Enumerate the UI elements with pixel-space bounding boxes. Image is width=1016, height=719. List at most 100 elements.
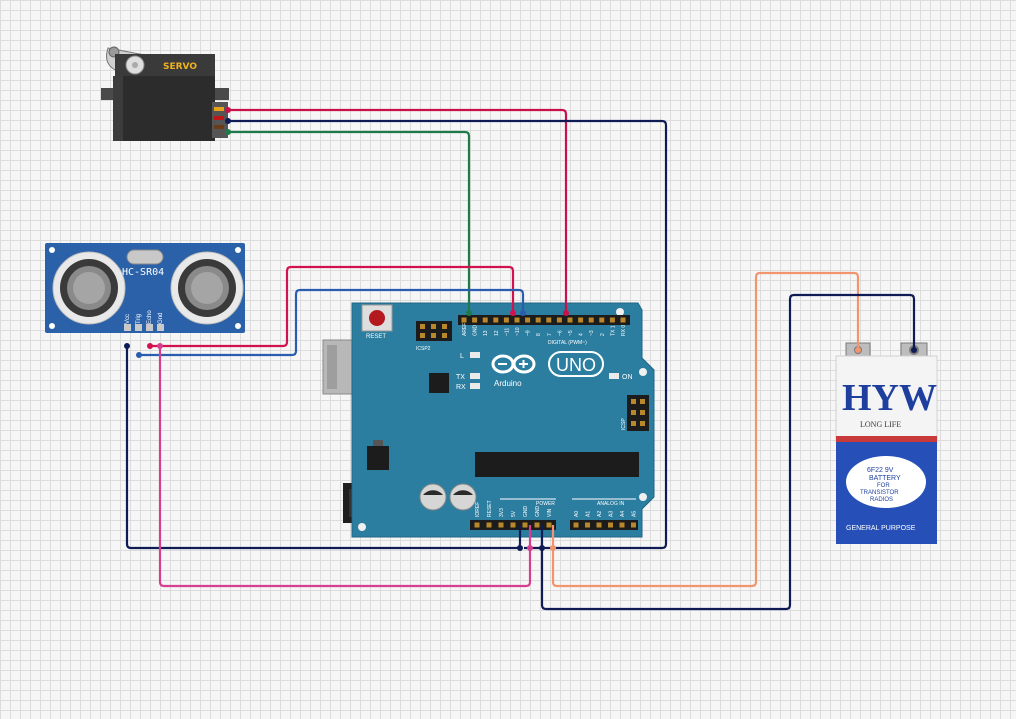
pin-hole[interactable] bbox=[472, 317, 478, 323]
pin-hole[interactable] bbox=[546, 317, 552, 323]
pin-label: 8 bbox=[536, 333, 542, 336]
pin-label: ~3 bbox=[589, 330, 595, 336]
sensor-pin-label-echo: Echo bbox=[147, 310, 153, 324]
pin-hole[interactable] bbox=[498, 522, 504, 528]
digital-label: DIGITAL (PWM~) bbox=[548, 340, 587, 346]
pin-hole[interactable] bbox=[546, 522, 552, 528]
reset-label: RESET bbox=[366, 334, 386, 340]
pin-hole[interactable] bbox=[631, 522, 636, 528]
pin-hole[interactable] bbox=[567, 317, 573, 323]
battery-top-white bbox=[835, 355, 938, 443]
pin-hole[interactable] bbox=[482, 317, 488, 323]
pin-label: IOREF bbox=[475, 502, 481, 517]
power-label: POWER bbox=[536, 501, 555, 507]
wire-sensor-trig[interactable] bbox=[150, 265, 515, 348]
pin-hole[interactable] bbox=[514, 317, 520, 323]
sensor-pin-label-gnd: Gnd bbox=[158, 313, 164, 324]
pin-label: RX 0 bbox=[621, 325, 627, 336]
pin-label: ~10 bbox=[515, 327, 521, 336]
pin-label: A4 bbox=[620, 511, 626, 517]
servo-label: SERVO bbox=[163, 62, 197, 72]
battery-tagline: LONG LIFE bbox=[860, 420, 901, 429]
pin-label: ~5 bbox=[568, 330, 574, 336]
pin-hole[interactable] bbox=[585, 522, 590, 528]
pin-label: 3V3 bbox=[499, 508, 505, 517]
wire-servo-ground[interactable] bbox=[228, 130, 471, 313]
arduino-uno-board[interactable]: RESET ICSP2 L TX RX Arduino UNO ON bbox=[322, 302, 655, 538]
led-tx bbox=[470, 373, 480, 379]
battery-brand: HYW bbox=[842, 377, 937, 419]
battery-9v[interactable]: HYW LONG LIFE 6F22 9V BATTERY FOR TRANSI… bbox=[835, 342, 938, 544]
servo-motor[interactable]: SERVO bbox=[101, 46, 229, 141]
pin-label: AREF bbox=[462, 323, 468, 336]
pin-label: VIN bbox=[547, 508, 553, 517]
sensor-pin-echo[interactable] bbox=[146, 324, 153, 331]
battery-label-oval bbox=[846, 456, 926, 508]
digital-pin-holes[interactable] bbox=[461, 317, 626, 323]
power-pin-holes[interactable] bbox=[474, 522, 552, 528]
pin-hole[interactable] bbox=[525, 317, 531, 323]
wire-servo-power[interactable] bbox=[228, 119, 668, 550]
led-l-label: L bbox=[460, 353, 464, 360]
atmega-chip bbox=[475, 452, 639, 477]
pin-hole[interactable] bbox=[510, 522, 516, 528]
battery-spec-line4: TRANSISTOR bbox=[860, 490, 899, 496]
pin-hole[interactable] bbox=[535, 317, 541, 323]
usb-chip bbox=[429, 373, 449, 393]
battery-spec-line2: BATTERY bbox=[869, 475, 901, 482]
pin-label: A1 bbox=[586, 511, 592, 517]
sensor-transducer-left bbox=[52, 251, 126, 325]
sensor-pin-trig[interactable] bbox=[135, 324, 142, 331]
wire-sensor-echo[interactable] bbox=[139, 288, 525, 357]
pin-label: ~11 bbox=[504, 328, 510, 336]
pin-hole[interactable] bbox=[461, 317, 467, 323]
analog-header bbox=[570, 520, 638, 530]
pin-hole[interactable] bbox=[620, 317, 626, 323]
sensor-pin-gnd[interactable] bbox=[157, 324, 164, 331]
capacitor-2 bbox=[449, 483, 477, 511]
digital-header bbox=[458, 315, 630, 325]
on-label: ON bbox=[622, 374, 633, 381]
pin-hole[interactable] bbox=[573, 522, 579, 528]
pin-label: 7 bbox=[547, 333, 553, 336]
pin-hole[interactable] bbox=[588, 317, 594, 323]
pin-hole[interactable] bbox=[619, 522, 625, 528]
uno-badge bbox=[548, 351, 604, 377]
pin-label: A5 bbox=[632, 511, 638, 517]
pin-hole[interactable] bbox=[522, 522, 528, 528]
sensor-pin-label-trig: Trig bbox=[136, 314, 142, 324]
battery-spec-line1: 6F22 9V bbox=[867, 467, 894, 474]
sensor-crystal bbox=[126, 249, 164, 265]
pin-hole[interactable] bbox=[599, 317, 605, 323]
pin-hole[interactable] bbox=[609, 317, 615, 323]
sensor-pin-vcc[interactable] bbox=[124, 324, 131, 331]
wire-sensor-gnd[interactable] bbox=[158, 346, 532, 588]
pin-hole[interactable] bbox=[556, 317, 562, 323]
battery-spec-line5: RADIOS bbox=[870, 497, 893, 503]
pin-hole[interactable] bbox=[493, 317, 499, 323]
wire-servo-signal[interactable] bbox=[228, 108, 568, 313]
pin-hole[interactable] bbox=[503, 317, 509, 323]
pin-label: GND bbox=[523, 506, 529, 518]
pin-label: 4 bbox=[579, 333, 585, 336]
battery-footer: GENERAL PURPOSE bbox=[846, 525, 916, 532]
capacitor-1 bbox=[419, 483, 447, 511]
analog-pin-holes[interactable] bbox=[573, 522, 637, 528]
wire-battery-negative[interactable] bbox=[540, 293, 916, 611]
pin-label: RESET bbox=[487, 500, 493, 517]
pin-hole[interactable] bbox=[596, 522, 602, 528]
arduino-pcb bbox=[351, 302, 655, 538]
pin-label: GND bbox=[473, 325, 479, 337]
ultrasonic-sensor[interactable]: HC-SR04 Vcc Trig Echo Gnd bbox=[45, 243, 245, 333]
pin-hole[interactable] bbox=[474, 522, 480, 528]
pin-label: A2 bbox=[597, 511, 603, 517]
pin-hole[interactable] bbox=[608, 522, 613, 528]
pin-hole[interactable] bbox=[578, 317, 584, 323]
pin-hole[interactable] bbox=[534, 522, 540, 528]
wire-battery-positive[interactable] bbox=[551, 271, 860, 588]
pin-label: GND bbox=[535, 506, 541, 518]
led-on bbox=[609, 373, 619, 379]
pin-hole[interactable] bbox=[486, 522, 492, 528]
